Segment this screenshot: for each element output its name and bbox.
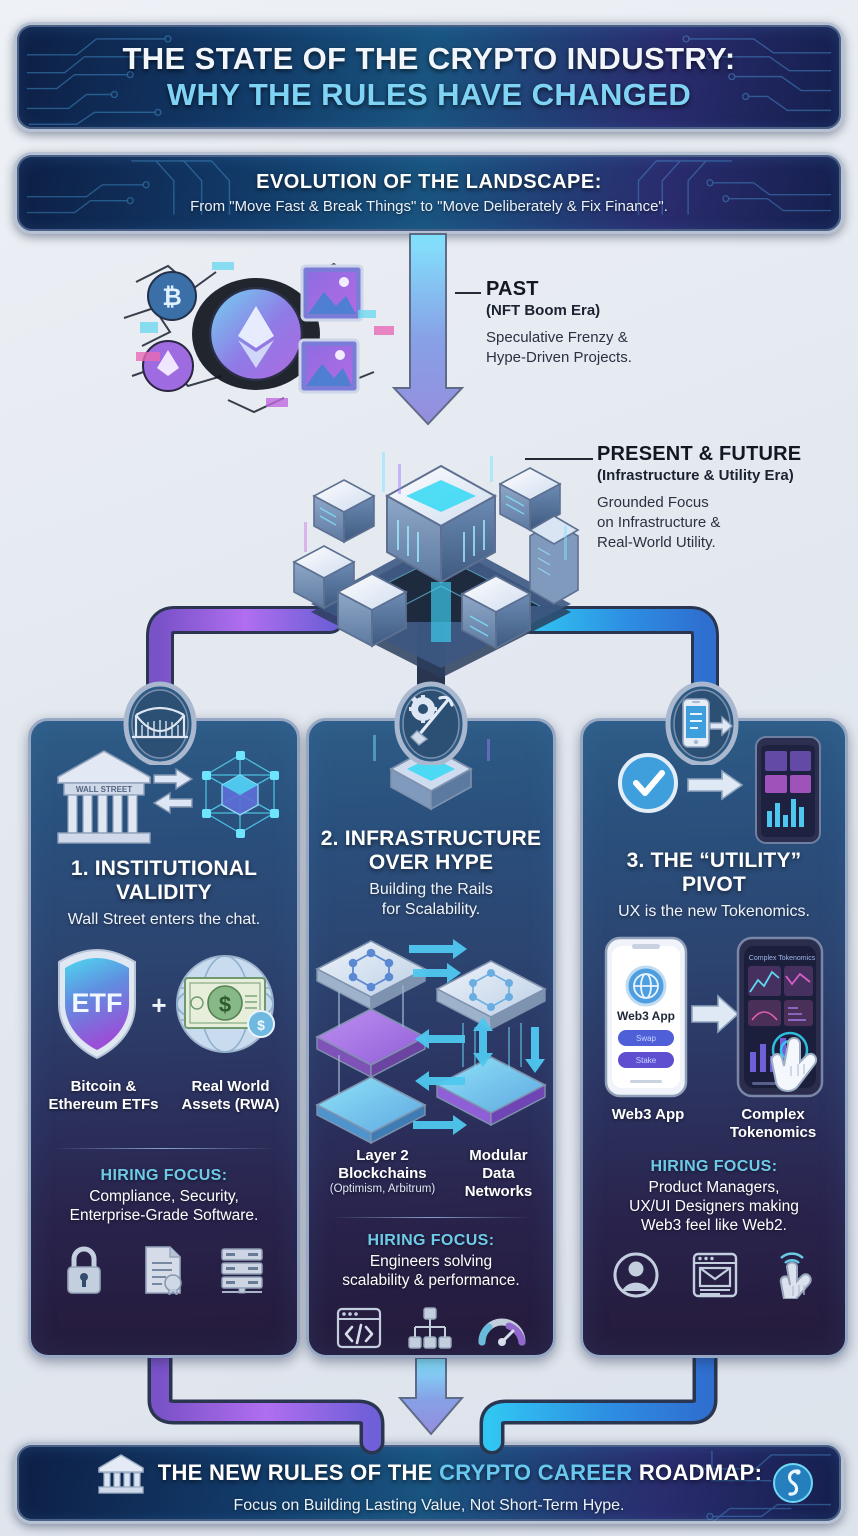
past-leader-line bbox=[455, 292, 481, 294]
era-past-title: PAST bbox=[486, 278, 539, 300]
era-label-past: PAST (NFT Boom Era) Speculative Frenzy &… bbox=[486, 278, 746, 368]
footer-heading: THE NEW RULES OF THE CRYPTO CAREER ROADM… bbox=[158, 1460, 763, 1486]
lock-icon bbox=[67, 1246, 101, 1294]
pillar-2-title: 2. INFRASTRUCTURE OVER HYPE bbox=[320, 827, 542, 874]
pillar-2-hiring-text: Engineers solving scalability & performa… bbox=[342, 1252, 520, 1290]
tap-hand-icon bbox=[779, 1252, 812, 1300]
gauge-icon bbox=[478, 1318, 526, 1347]
footer-banner: THE NEW RULES OF THE CRYPTO CAREER ROADM… bbox=[14, 1442, 844, 1524]
pillar-1-caption-2: Real World Assets (RWA) bbox=[181, 1077, 280, 1113]
roadmap-down-arrow bbox=[397, 1357, 465, 1436]
pillar-2-caption-1-small: (Optimism, Arbitrum) bbox=[329, 1182, 436, 1195]
pillar-3-caption-2: Complex Tokenomics bbox=[729, 1105, 817, 1141]
pillar-card-utility-pivot[interactable]: 3. THE “UTILITY” PIVOT UX is the new Tok… bbox=[580, 718, 848, 1358]
footer-subtitle: Focus on Building Lasting Value, Not Sho… bbox=[233, 1496, 625, 1514]
plus-icon: + bbox=[151, 990, 166, 1020]
web3-app-phone: Web3 App Swap Stake bbox=[604, 936, 688, 1097]
bank-building-icon: WALL STREET bbox=[57, 750, 151, 844]
pillar-2-divider bbox=[331, 1216, 531, 1218]
tap-hand-icon bbox=[770, 1036, 818, 1092]
era-past-subtitle: (NFT Boom Era) bbox=[486, 302, 601, 319]
dollar-sign-icon: $ bbox=[219, 992, 231, 1017]
web3-app-screen-label: Web3 App bbox=[617, 1009, 675, 1023]
page-title-line-2: WHY THE RULES HAVE CHANGED bbox=[166, 77, 692, 112]
evolution-heading: EVOLUTION OF THE LANDSCAPE: bbox=[256, 171, 602, 193]
pillar-3-tagline: UX is the new Tokenomics. bbox=[618, 903, 810, 921]
code-window-icon bbox=[336, 1308, 382, 1349]
svg-text:₿: ₿ bbox=[162, 284, 182, 311]
pillar-1-caption-1: Bitcoin & Ethereum ETFs bbox=[48, 1077, 159, 1113]
bank-columns-icon bbox=[98, 1453, 144, 1494]
pillar-2-caption-2: Modular Data Networks bbox=[464, 1146, 533, 1200]
pillar-1-tagline: Wall Street enters the chat. bbox=[67, 911, 261, 929]
wall-street-label: WALL STREET bbox=[76, 785, 132, 794]
server-rack-icon bbox=[221, 1248, 263, 1294]
layer2-modular-illustration bbox=[315, 938, 547, 1144]
user-avatar-icon bbox=[613, 1252, 659, 1298]
dashboard-phone-icon bbox=[755, 736, 821, 844]
infrastructure-hub-illustration bbox=[292, 452, 580, 678]
complex-tokenomics-screen-label: Complex Tokenomics bbox=[749, 955, 816, 962]
pillar-1-title: 1. INSTITUTIONAL VALIDITY bbox=[70, 857, 258, 904]
pillar-3-hiring-text: Product Managers, UX/UI Designers making… bbox=[629, 1178, 799, 1235]
pillar-1-divider bbox=[53, 1147, 275, 1149]
era-present-subtitle: (Infrastructure & Utility Era) bbox=[597, 467, 794, 484]
pillar-3-caption-1: Web3 App bbox=[611, 1105, 685, 1123]
node-tree-icon bbox=[408, 1307, 452, 1349]
etf-label: ETF bbox=[72, 988, 123, 1018]
pillar-2-badge bbox=[394, 681, 468, 765]
pillar-1-badge bbox=[123, 681, 197, 765]
pillar-1-hiring-label: HIRING FOCUS: bbox=[100, 1166, 228, 1184]
pillar-card-institutional-validity[interactable]: WALL STREET bbox=[28, 718, 300, 1358]
svg-text:$: $ bbox=[257, 1017, 265, 1033]
rwa-globe-money-icon: $ $ bbox=[176, 954, 275, 1053]
wallstreet-blockchain-illustration: WALL STREET bbox=[57, 750, 279, 844]
footer-heading-post: ROADMAP: bbox=[632, 1459, 763, 1485]
pillar-3-title: 3. THE “UTILITY” PIVOT bbox=[626, 849, 802, 896]
footer-heading-accent: CRYPTO CAREER bbox=[439, 1459, 633, 1485]
pillar-2-hiring-label: HIRING FOCUS: bbox=[367, 1231, 495, 1249]
pillar-2-tagline: Building the Rails for Scalability. bbox=[369, 881, 493, 918]
pillar-3-hiring-label: HIRING FOCUS: bbox=[650, 1157, 778, 1175]
brand-logo-icon bbox=[773, 1463, 813, 1503]
stake-button-label: Stake bbox=[636, 1056, 657, 1065]
etf-rwa-illustration: ETF + $ $ bbox=[58, 948, 275, 1059]
evolution-subtitle: From "Move Fast & Break Things" to "Move… bbox=[190, 198, 668, 215]
present-leader-line bbox=[525, 458, 593, 460]
footer-heading-pre: THE NEW RULES OF THE bbox=[157, 1459, 440, 1485]
blockchain-network-icon bbox=[202, 751, 279, 838]
pillar-2-caption-1: Layer 2 Blockchains (Optimism, Arbitrum) bbox=[330, 1147, 435, 1201]
page-title-line-1: THE STATE OF THE CRYPTO INDUSTRY: bbox=[122, 41, 736, 77]
verified-to-dashboard-illustration bbox=[618, 736, 821, 844]
pillar-2-caption-1-main: Layer 2 Blockchains bbox=[338, 1146, 427, 1182]
certificate-document-icon bbox=[145, 1246, 182, 1296]
web3-app-tokenomics-illustration: Web3 App Swap Stake Complex Tokenomics bbox=[604, 936, 824, 1097]
swap-button-label: Swap bbox=[636, 1034, 657, 1043]
title-banner: THE STATE OF THE CRYPTO INDUSTRY: WHY TH… bbox=[14, 22, 844, 132]
era-present-body: Grounded Focus on Infrastructure & Real-… bbox=[597, 494, 721, 551]
era-past-body: Speculative Frenzy & Hype-Driven Project… bbox=[486, 329, 632, 366]
wireframe-mail-icon bbox=[692, 1253, 738, 1298]
nft-boom-illustration: ₿ bbox=[123, 262, 394, 414]
pillar-1-hiring-text: Compliance, Security, Enterprise-Grade S… bbox=[69, 1187, 259, 1224]
era-present-title: PRESENT & FUTURE bbox=[597, 443, 802, 465]
pillar-card-infrastructure-over-hype[interactable]: 2. INFRASTRUCTURE OVER HYPE Building the… bbox=[306, 718, 556, 1358]
etf-shield-icon: ETF bbox=[58, 948, 136, 1059]
exchange-arrows-icon bbox=[152, 767, 194, 815]
evolution-banner: EVOLUTION OF THE LANDSCAPE: From "Move F… bbox=[14, 152, 844, 234]
era-label-present: PRESENT & FUTURE (Infrastructure & Utili… bbox=[597, 443, 847, 552]
pillar-3-badge bbox=[665, 681, 739, 765]
